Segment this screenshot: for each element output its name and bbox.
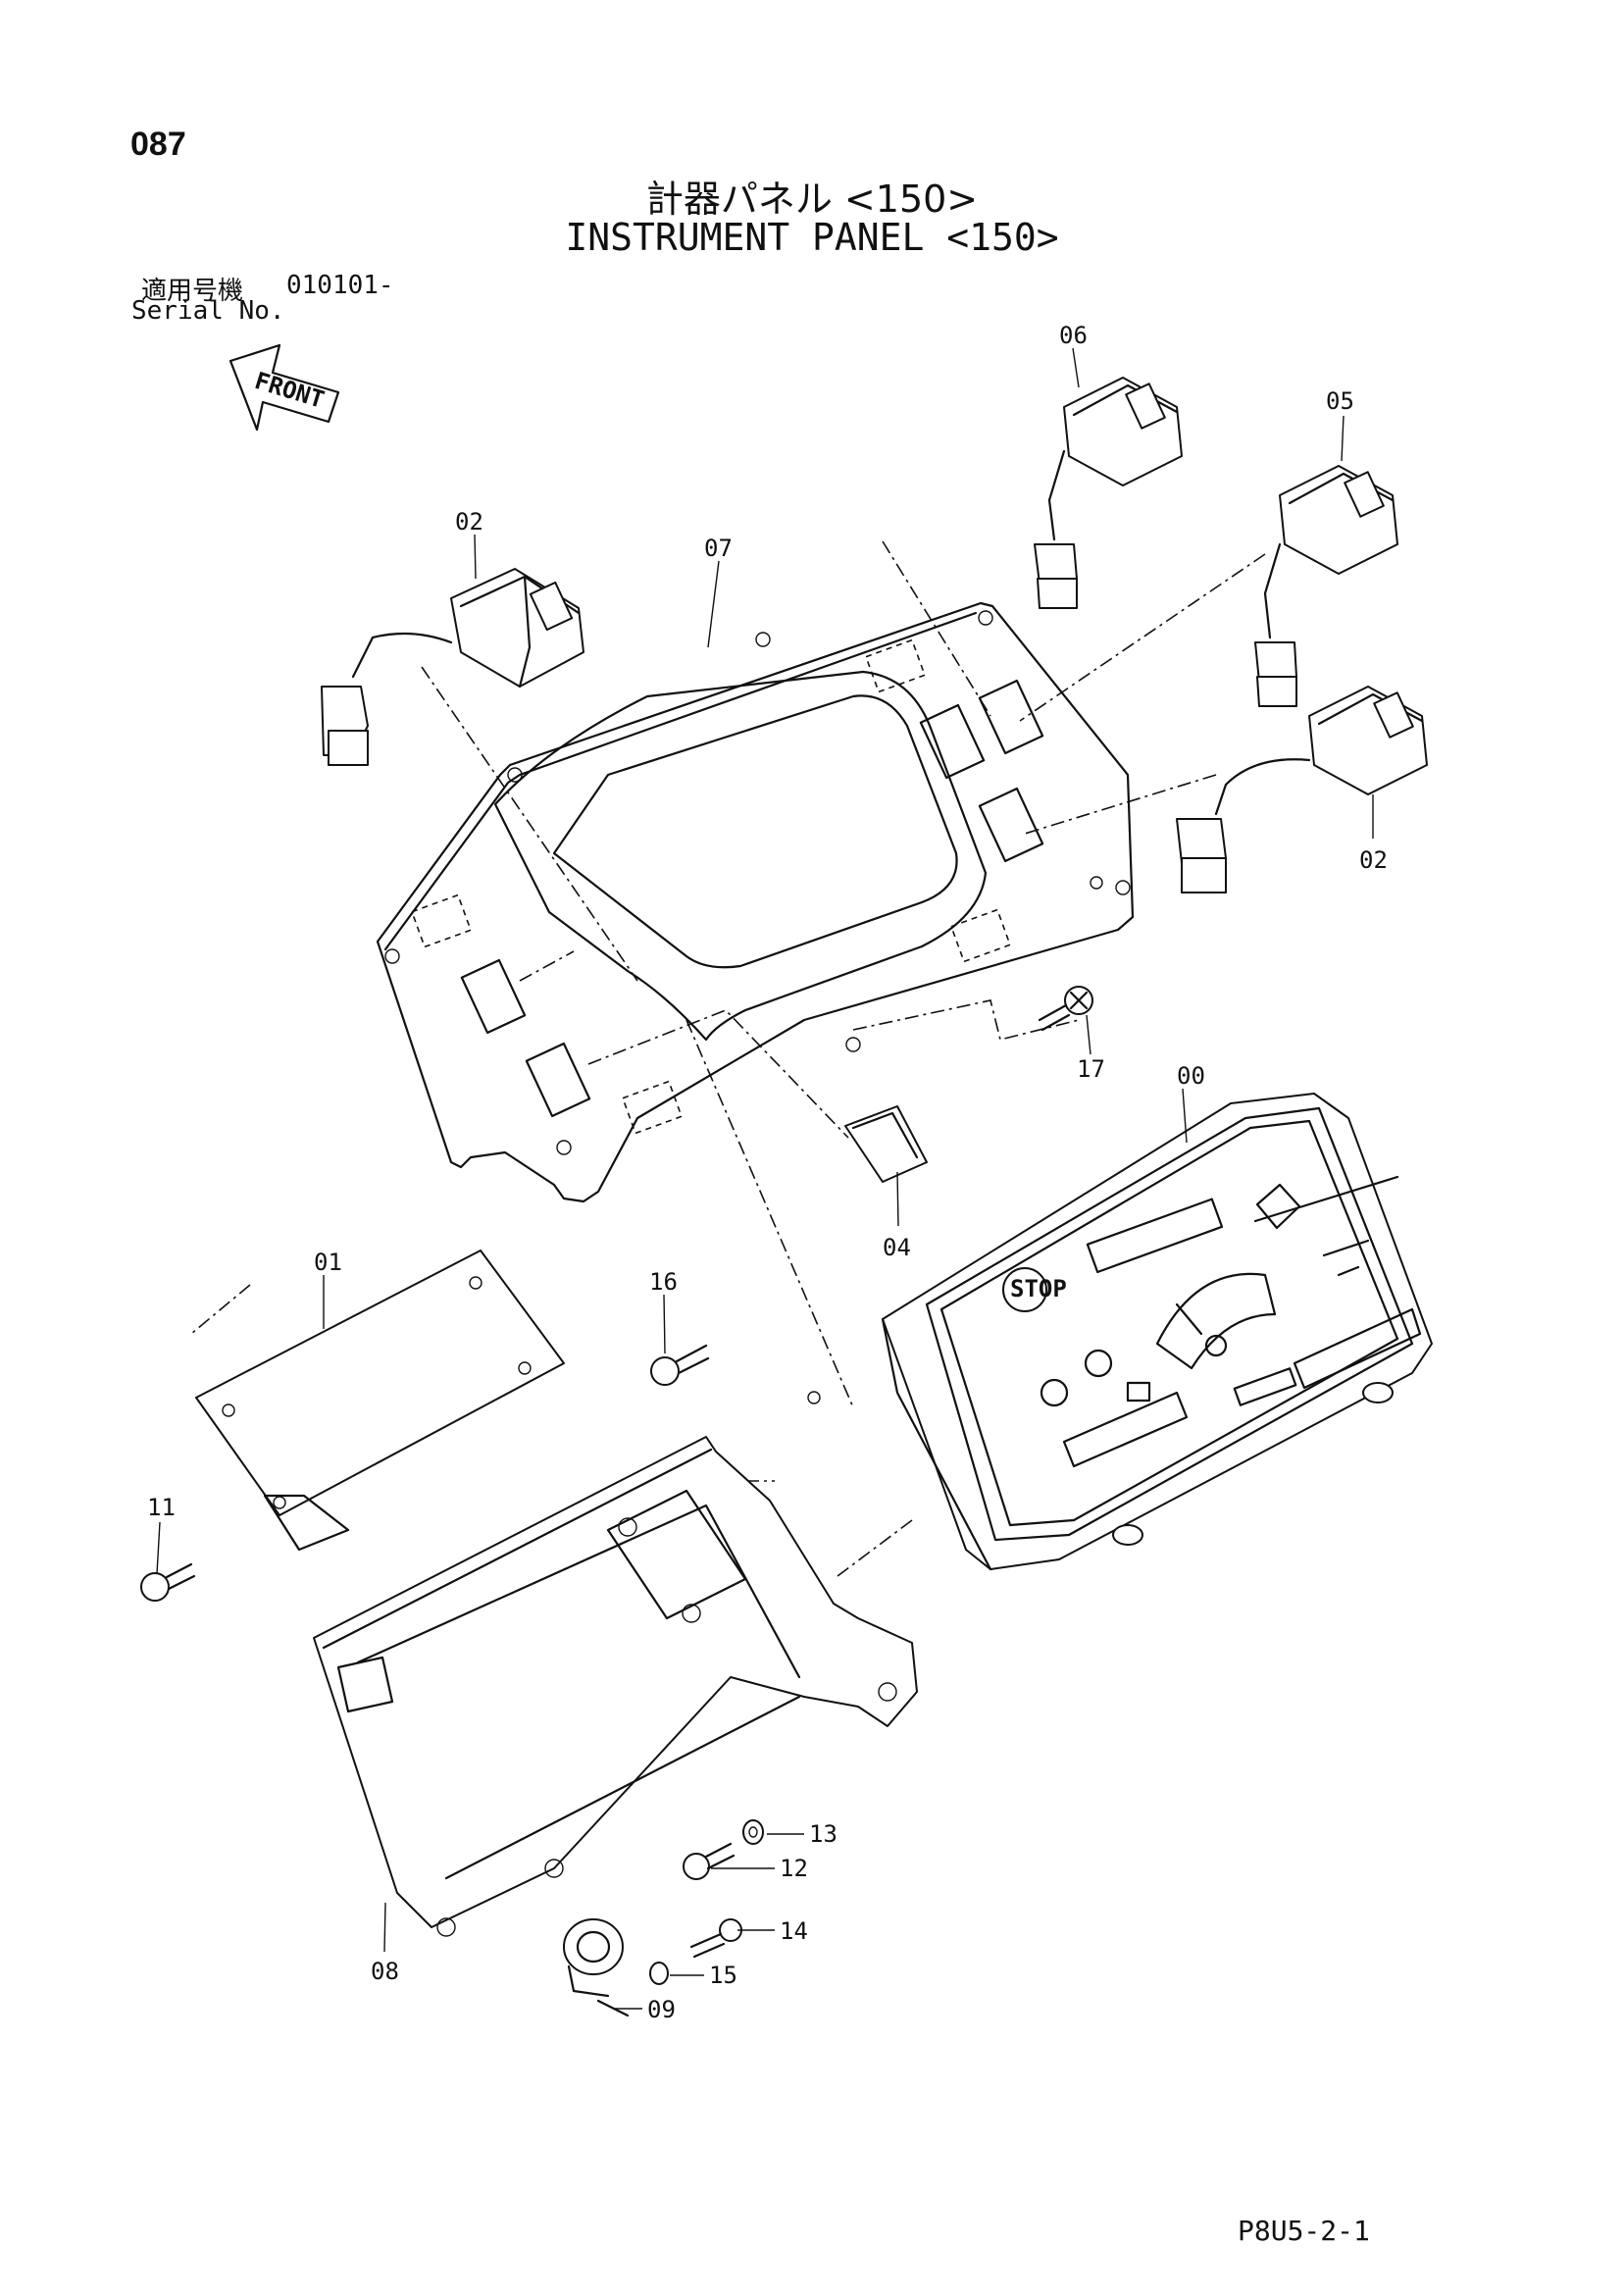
part-label-02-upper: 02 [455,508,483,536]
part-label-05: 05 [1326,387,1354,415]
page-title-english: INSTRUMENT PANEL <150> [565,216,1059,259]
part-label-14: 14 [780,1917,808,1945]
serial-number-value: 010101- [286,271,394,300]
switch-02-upper [321,568,584,766]
part-label-12: 12 [780,1855,808,1882]
serial-label-english: Serial No. [131,296,285,326]
screw-12 [683,1842,736,1880]
page-number: 087 [130,126,186,163]
switch-02-lower [1176,686,1428,893]
assembly-leader-lines [190,540,1266,1580]
stop-button-label: STOP [1010,1275,1067,1302]
bracket-08 [313,1391,918,1937]
instrument-panel-00: STOP [881,1093,1433,1571]
part-label-09: 09 [647,1996,676,2023]
label-leaders [156,347,1374,2010]
part-label-08: 08 [371,1958,399,1985]
washer-15 [649,1962,669,1985]
front-arrow-label: FRONT [252,367,328,414]
plate-01 [195,1250,565,1552]
part-label-02-lower: 02 [1359,846,1388,874]
part-label-11: 11 [147,1494,176,1521]
part-label-04: 04 [883,1234,911,1261]
serial-label-japanese: 適用号機 [141,277,244,306]
part-label-15: 15 [709,1962,737,1989]
part-label-13: 13 [809,1820,837,1848]
part-label-00: 00 [1177,1062,1205,1090]
screw-11 [140,1562,196,1602]
buzzer-09 [563,1918,630,2017]
switch-06 [1034,377,1183,609]
part-label-16: 16 [649,1268,678,1296]
part-label-06: 06 [1059,322,1088,349]
part-label-01: 01 [314,1249,342,1276]
part-label-17: 17 [1077,1055,1105,1083]
screw-14 [689,1918,742,1959]
screw-16 [650,1344,710,1386]
drawing-code: P8U5-2-1 [1238,2215,1370,2247]
panel-bracket-07 [376,601,1135,1203]
cover-04 [844,1105,928,1183]
screw-17 [1038,986,1093,1032]
page-title-japanese: 計器パネル <150> [645,178,979,221]
switch-05 [1254,465,1398,707]
front-arrow-icon: FRONT [228,343,340,432]
part-label-07: 07 [704,535,733,562]
washer-13 [742,1819,764,1845]
